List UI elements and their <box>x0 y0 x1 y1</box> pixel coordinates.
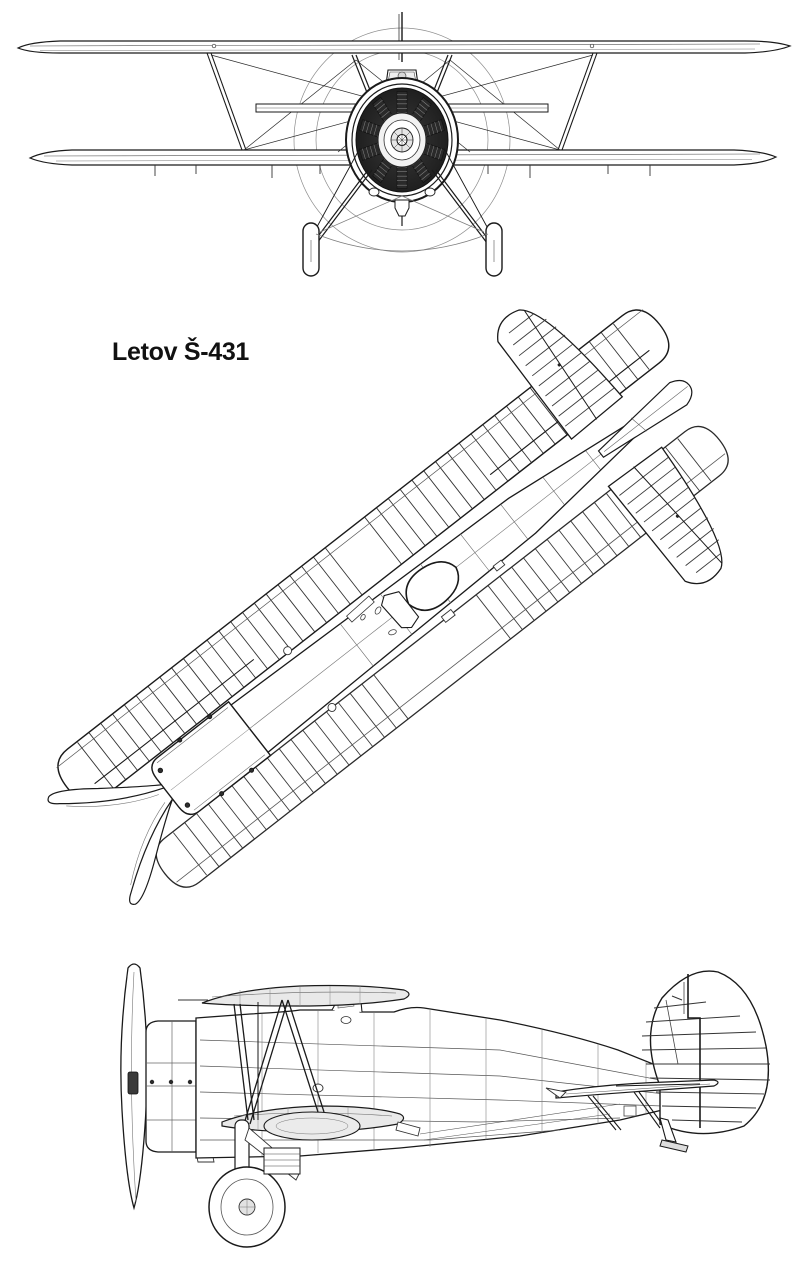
side-propeller <box>120 963 148 1211</box>
drawing-title-block: Letov Š-431 <box>112 338 249 367</box>
side-tailplane <box>545 1079 719 1131</box>
plan-lower-wing <box>155 425 729 888</box>
side-tailskid <box>659 1117 689 1153</box>
plan-propeller <box>47 784 174 905</box>
plan-upper-wing <box>56 309 670 803</box>
plan-cockpit <box>346 561 460 636</box>
side-landing-gear <box>208 1111 361 1248</box>
side-struts <box>233 999 325 1125</box>
upper-wing-front <box>16 40 792 54</box>
interplane-struts <box>206 52 598 151</box>
fin-rib-lines <box>641 1001 771 1123</box>
page-title: Letov Š-431 <box>112 338 250 366</box>
plan-view <box>47 309 729 905</box>
gear-bracing-front <box>315 195 489 252</box>
air-intake-front <box>368 187 436 226</box>
front-view <box>16 12 792 277</box>
plan-strut-fittings <box>283 559 506 712</box>
side-upper-wing <box>178 984 410 1007</box>
plan-tailplane <box>497 309 723 585</box>
plan-fin-rudder <box>597 379 693 459</box>
plan-upper-wing-ribs <box>77 323 650 789</box>
side-view <box>120 963 771 1248</box>
side-rear-wires <box>419 1103 621 1141</box>
radial-engine-front <box>355 87 449 193</box>
plan-engine-cowling <box>151 700 272 816</box>
main-wheels-front <box>302 222 503 277</box>
side-fin-rudder <box>641 970 771 1135</box>
